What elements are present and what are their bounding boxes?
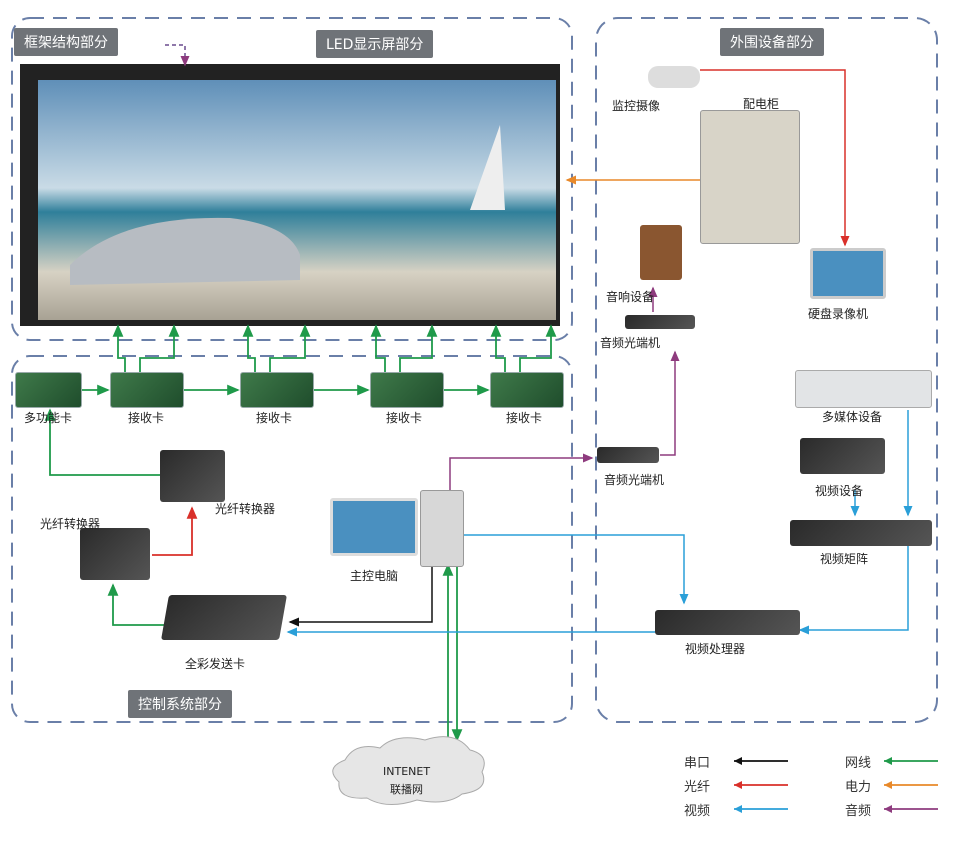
cloud-text-internet: INTENET (383, 765, 431, 778)
legend-label: 音频 (845, 804, 872, 819)
audio-optical-2-device (597, 447, 659, 463)
control-section-border (11, 355, 573, 723)
main-pc-tower (420, 490, 464, 567)
internet-cloud (332, 736, 485, 805)
legend-label: 视频 (684, 804, 711, 819)
fiber-converter-right-label: 光纤转换器 (215, 502, 276, 516)
receiver-card-label: 接收卡 (256, 411, 293, 425)
video-processor-device (655, 610, 800, 635)
sender-card-device (161, 595, 287, 640)
camera-label: 监控摄像 (612, 99, 661, 113)
section-label-led: LED显示屏部分 (316, 30, 434, 58)
main-pc-label: 主控电脑 (350, 569, 399, 583)
multimedia-label: 多媒体设备 (822, 410, 883, 424)
video-matrix-device (790, 520, 932, 546)
legend-arrowhead (884, 805, 892, 813)
cabinet-label: 配电柜 (743, 97, 780, 111)
legend-arrowhead (734, 757, 742, 765)
video-device-label: 视频设备 (815, 484, 864, 498)
audio-optical-2-label: 音频光端机 (604, 473, 665, 487)
peripheral-section-border (595, 17, 938, 723)
sender-card-label: 全彩发送卡 (185, 657, 246, 671)
legend-lines (734, 757, 938, 813)
legend-arrowhead (884, 781, 892, 789)
section-label-control: 控制系统部分 (128, 690, 232, 718)
fiber-converter-left-device (80, 528, 150, 580)
legend-label: 串口 (684, 756, 711, 771)
hdd-recorder-device (810, 248, 886, 299)
legend-label: 光纤 (684, 780, 711, 795)
fiber-converter-right-device (160, 450, 225, 502)
car (70, 217, 300, 285)
legend-arrowhead (884, 757, 892, 765)
legend-arrowhead (734, 805, 742, 813)
video-matrix-label: 视频矩阵 (820, 552, 869, 566)
multifunction-card-label: 多功能卡 (24, 411, 73, 425)
speaker-label: 音响设备 (606, 290, 655, 304)
cloud-text-network: 联播网 (390, 783, 423, 796)
speaker-device (640, 225, 682, 280)
multifunction-card-device (15, 372, 82, 408)
sailboat (470, 125, 505, 210)
section-label-peripheral: 外围设备部分 (720, 28, 824, 56)
fiber-converter-left-label: 光纤转换器 (40, 517, 101, 531)
multimedia-device (795, 370, 932, 408)
main-pc-monitor (330, 498, 418, 556)
receiver-card-label: 接收卡 (506, 411, 543, 425)
receiver-card-4 (490, 372, 564, 408)
receiver-card-label: 接收卡 (128, 411, 165, 425)
video-camera-device (800, 438, 885, 474)
audio-optical-1-device (625, 315, 695, 329)
section-label-frame: 框架结构部分 (14, 28, 118, 56)
hdd-recorder-label: 硬盘录像机 (808, 307, 869, 321)
video-processor-label: 视频处理器 (685, 642, 746, 656)
receiver-card-label: 接收卡 (386, 411, 423, 425)
legend-label: 网线 (845, 756, 872, 771)
cabinet-device (700, 110, 800, 244)
receiver-card-3 (370, 372, 444, 408)
receiver-card-1 (110, 372, 184, 408)
receiver-card-2 (240, 372, 314, 408)
legend-arrowhead (734, 781, 742, 789)
audio-optical-1-label: 音频光端机 (600, 336, 661, 350)
camera-device (648, 66, 700, 88)
legend-label: 电力 (845, 780, 872, 795)
